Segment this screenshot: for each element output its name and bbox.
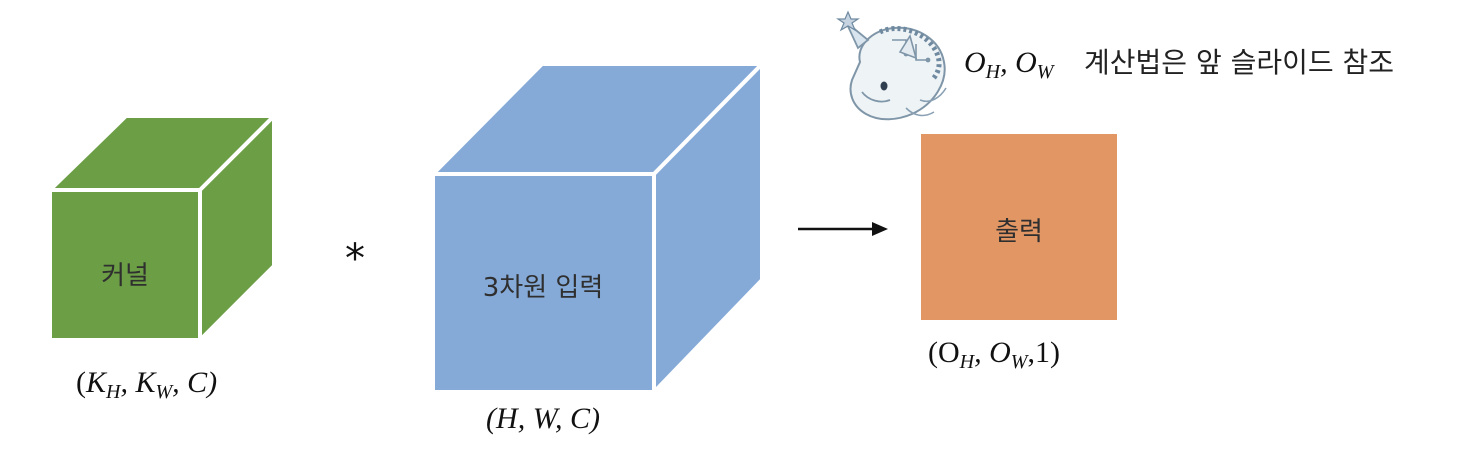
output-label: 출력 <box>995 217 1043 247</box>
output-square: 출력 <box>921 134 1117 320</box>
kernel-dims: (KH, KW, C) <box>76 366 217 403</box>
input-cube: 3차원 입력 <box>428 59 767 397</box>
arrow <box>798 222 888 236</box>
kernel-cube: 커널 <box>45 111 279 345</box>
note-text: 계산법은 앞 슬라이드 참조 <box>1084 46 1394 79</box>
output-square-fill <box>921 134 1117 320</box>
output-dims: (OH, OW,1) <box>928 336 1060 373</box>
unicorn-mascot-icon <box>836 10 947 121</box>
input-cube-front <box>431 172 656 394</box>
note-formula: OH, OW <box>964 46 1056 83</box>
convolution-operator: * <box>345 236 365 282</box>
arrow-head-icon <box>872 222 888 236</box>
input-label: 3차원 입력 <box>483 273 604 303</box>
kernel-cube-front <box>48 188 202 342</box>
kernel-label: 커널 <box>101 261 149 291</box>
input-dims: (H, W, C) <box>486 402 600 435</box>
